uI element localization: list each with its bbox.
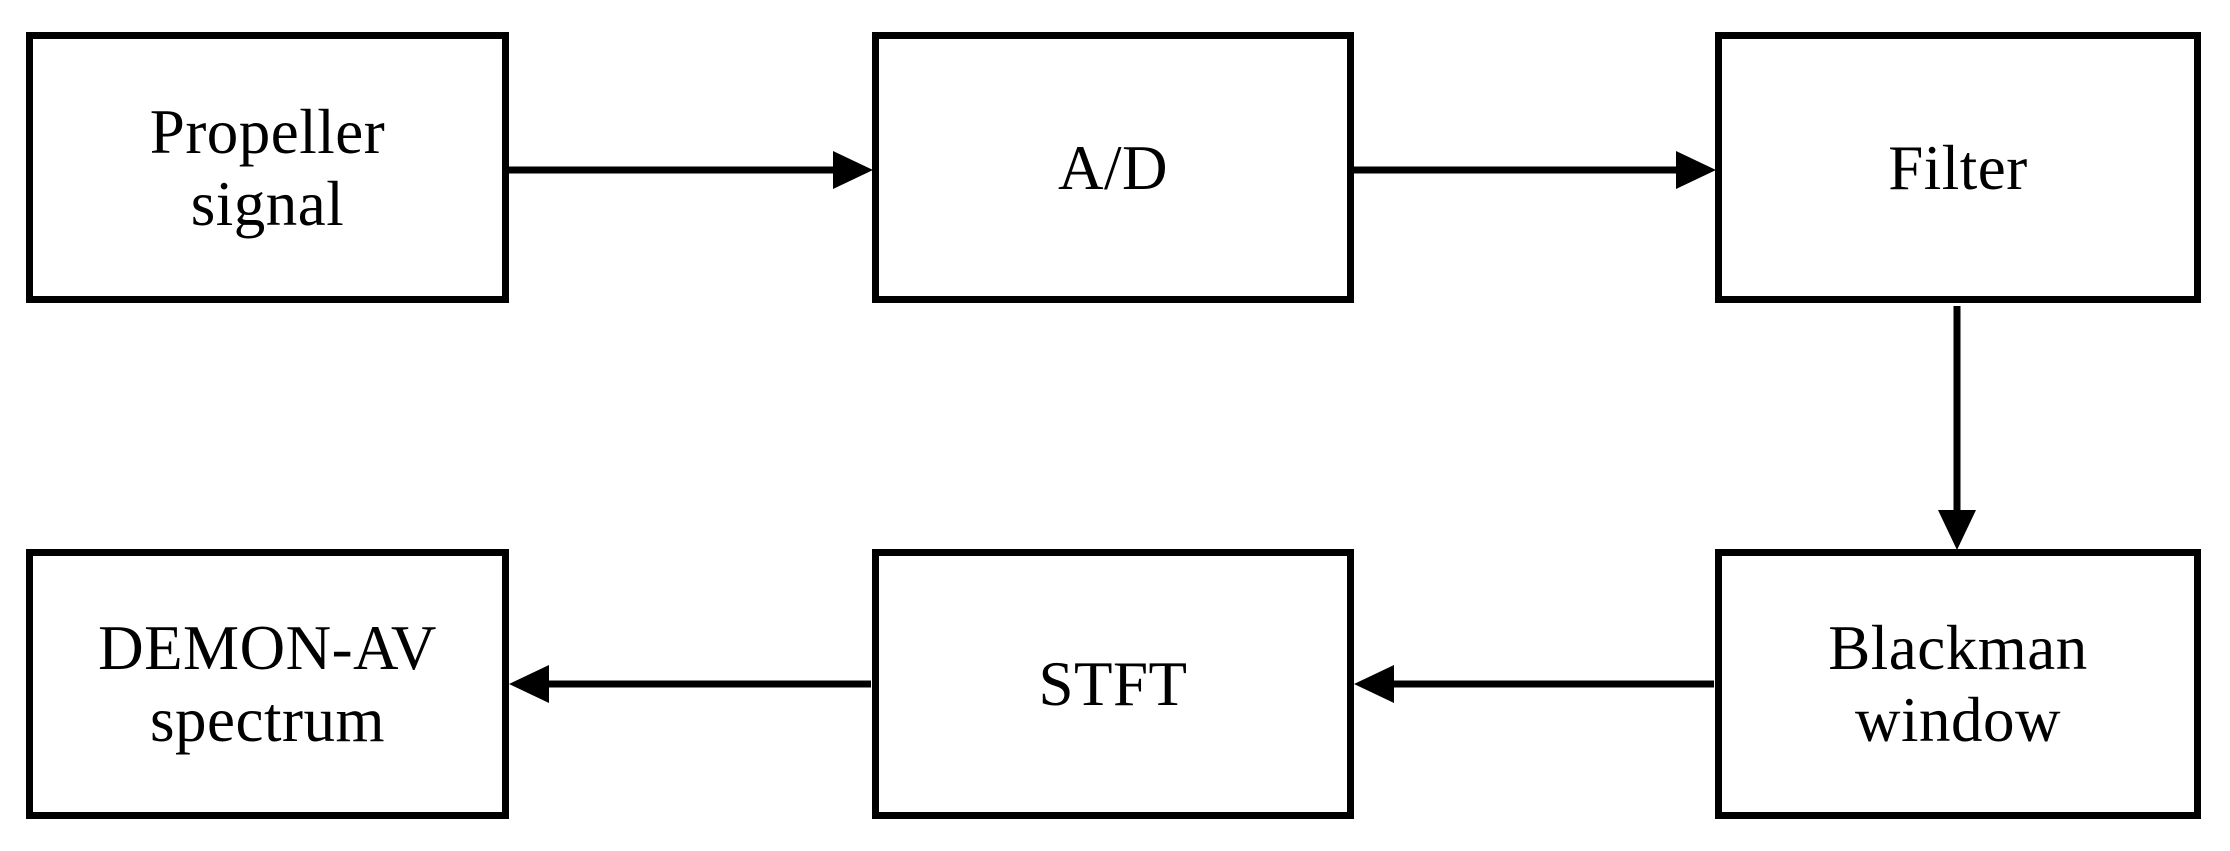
node-label-line: Propeller — [149, 96, 386, 167]
node-label-line: signal — [190, 168, 345, 239]
node-a-d: A/D — [872, 32, 1354, 303]
node-stft: STFT — [872, 549, 1354, 819]
arrowhead-right-icon — [833, 151, 873, 189]
arrowhead-right-icon — [1676, 151, 1716, 189]
arrow-propeller-signal-to-ad — [509, 151, 873, 189]
node-label-line: spectrum — [150, 685, 385, 755]
node-label-line: DEMON-AV — [98, 613, 437, 683]
node-label-line: Filter — [1888, 132, 2028, 203]
node-propeller-signal: Propeller signal — [26, 32, 509, 303]
node-demon-av-spectrum: DEMON-AV spectrum — [26, 549, 509, 819]
arrow-blackman-window-to-stft — [1354, 665, 1714, 703]
arrowhead-down-icon — [1938, 510, 1976, 550]
node-label-line: STFT — [1038, 649, 1188, 719]
arrow-filter-to-blackman-window — [1938, 306, 1976, 550]
arrow-stft-to-demon-av-spectrum — [509, 665, 871, 703]
node-blackman-window: Blackman window — [1715, 549, 2201, 819]
node-label-line: window — [1855, 685, 2061, 755]
arrowhead-left-icon — [509, 665, 549, 703]
arrowhead-left-icon — [1354, 665, 1394, 703]
node-filter: Filter — [1715, 32, 2201, 303]
node-label-line: Blackman — [1828, 613, 2088, 683]
arrow-ad-to-filter — [1354, 151, 1716, 189]
node-label-line: A/D — [1058, 132, 1168, 203]
